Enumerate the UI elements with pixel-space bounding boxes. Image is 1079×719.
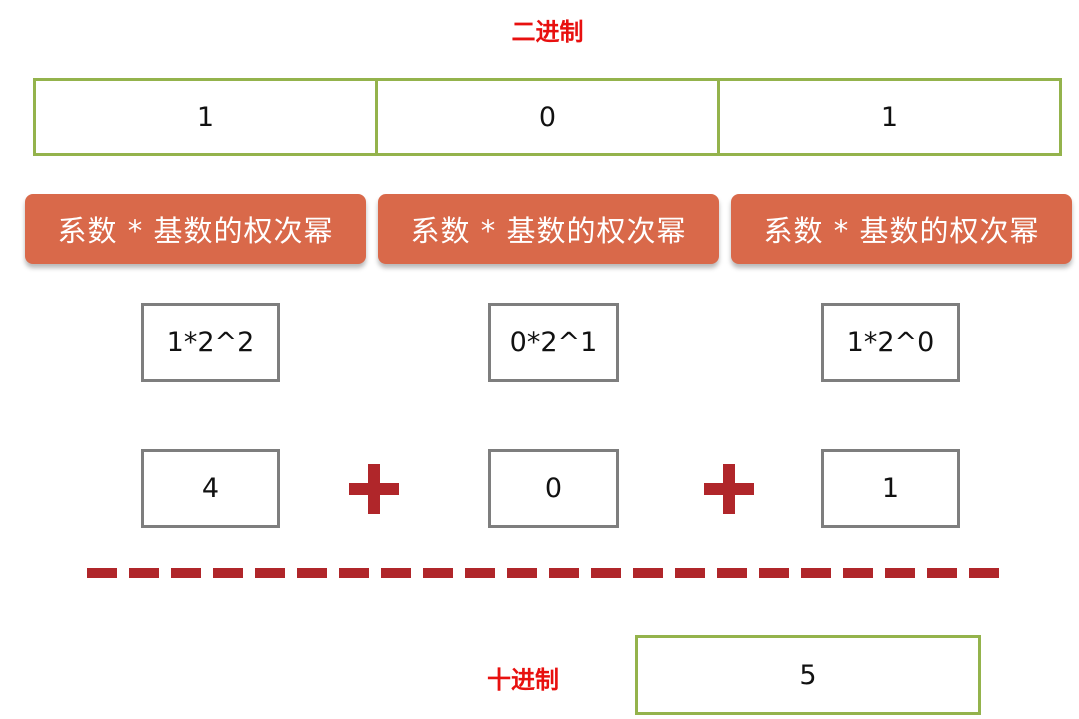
binary-digit-cell: 1 — [717, 78, 1062, 156]
sum-divider-line — [87, 568, 1003, 578]
value-box: 1 — [821, 449, 960, 528]
term-box: 0*2^1 — [488, 303, 619, 382]
binary-digit-row: 1 0 1 — [33, 78, 1062, 156]
term-box: 1*2^0 — [821, 303, 960, 382]
formula-label: 系数 * 基数的权次幂 — [25, 194, 366, 264]
value-box: 0 — [488, 449, 619, 528]
value-box: 4 — [141, 449, 280, 528]
binary-title: 二进制 — [511, 18, 584, 46]
decimal-result-box: 5 — [635, 635, 981, 715]
formula-label: 系数 * 基数的权次幂 — [378, 194, 719, 264]
binary-digit-cell: 0 — [375, 78, 720, 156]
decimal-title: 十进制 — [487, 666, 559, 694]
binary-digit-cell: 1 — [33, 78, 378, 156]
formula-label: 系数 * 基数的权次幂 — [731, 194, 1072, 264]
plus-icon — [704, 464, 754, 514]
plus-icon — [349, 464, 399, 514]
term-box: 1*2^2 — [141, 303, 280, 382]
